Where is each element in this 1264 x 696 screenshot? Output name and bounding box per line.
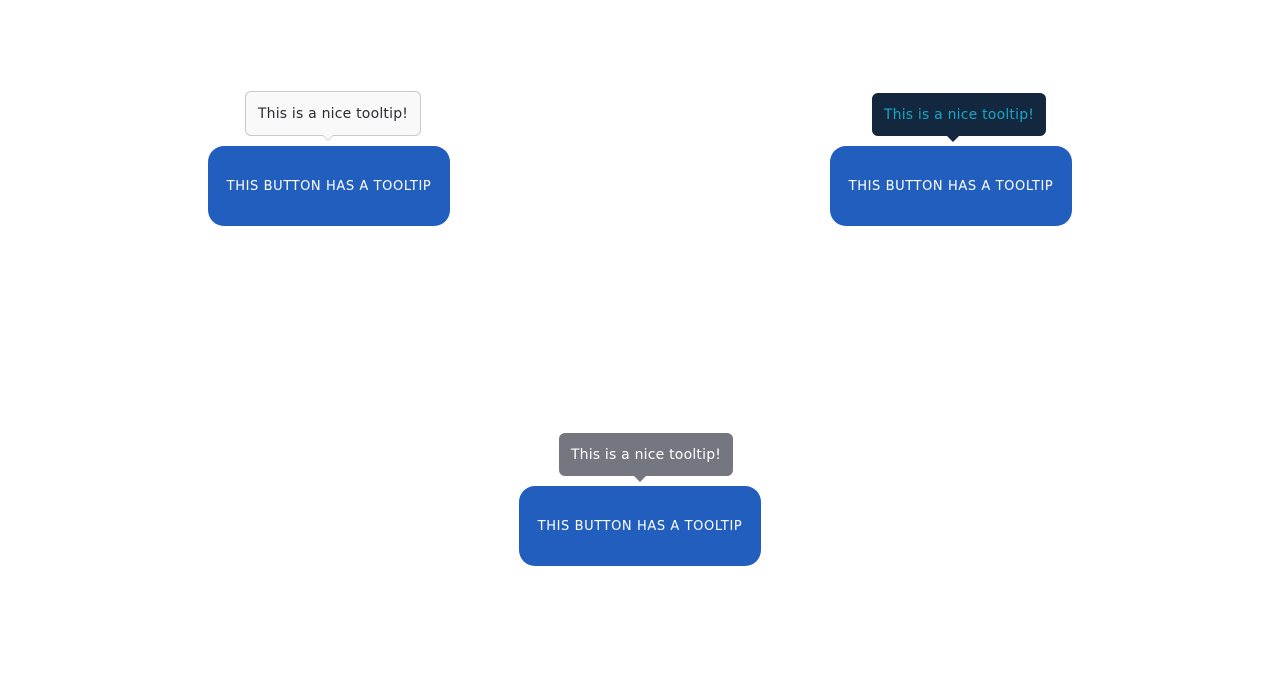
tooltip-button-gray[interactable]: THIS BUTTON HAS A TOOLTIP — [519, 486, 761, 566]
tooltip-arrow — [947, 136, 959, 142]
tooltip-dark: This is a nice tooltip! — [872, 93, 1046, 142]
tooltip-text: This is a nice tooltip! — [570, 446, 722, 463]
tooltip-text: This is a nice tooltip! — [257, 105, 409, 122]
tooltip-arrow — [634, 476, 646, 482]
button-label: THIS BUTTON HAS A TOOLTIP — [537, 518, 743, 534]
button-label: THIS BUTTON HAS A TOOLTIP — [226, 178, 432, 194]
tooltip-arrow-inner — [323, 135, 333, 140]
tooltip-gray: This is a nice tooltip! — [559, 433, 733, 482]
tooltip-button-dark[interactable]: THIS BUTTON HAS A TOOLTIP — [830, 146, 1072, 226]
button-label: THIS BUTTON HAS A TOOLTIP — [848, 178, 1054, 194]
tooltip-button-light[interactable]: THIS BUTTON HAS A TOOLTIP — [208, 146, 450, 226]
tooltip-text: This is a nice tooltip! — [883, 106, 1035, 123]
tooltip-light: This is a nice tooltip! — [245, 91, 421, 141]
